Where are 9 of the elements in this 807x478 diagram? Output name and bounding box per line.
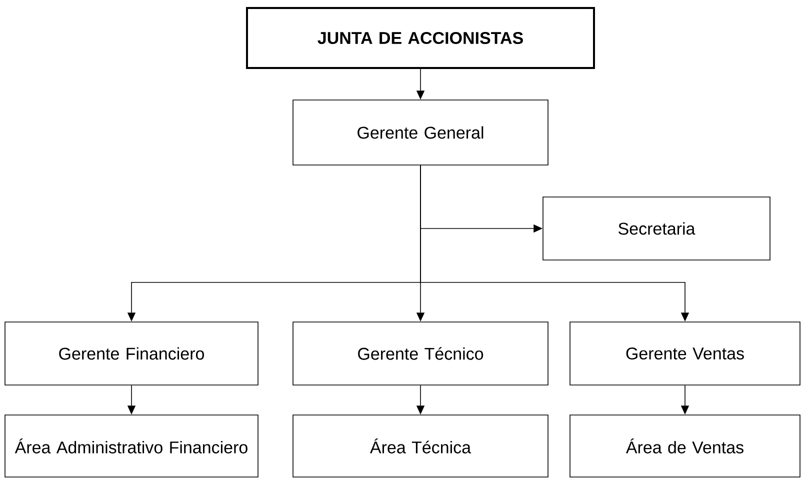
position-box: Gerente Ventas [570,322,800,386]
position-box: Área Técnica [292,414,548,478]
position-box: Gerente Técnico [292,322,548,386]
heading-box: JUNTA DE ACCIONISTAS [246,7,595,69]
position-box: Gerente Financiero [4,322,258,386]
position-box: Área de Ventas [570,414,800,478]
position-box: Área Administrativo Financiero [4,414,258,478]
position-box: Secretaria [542,196,770,260]
position-box: Gerente General [292,100,548,166]
